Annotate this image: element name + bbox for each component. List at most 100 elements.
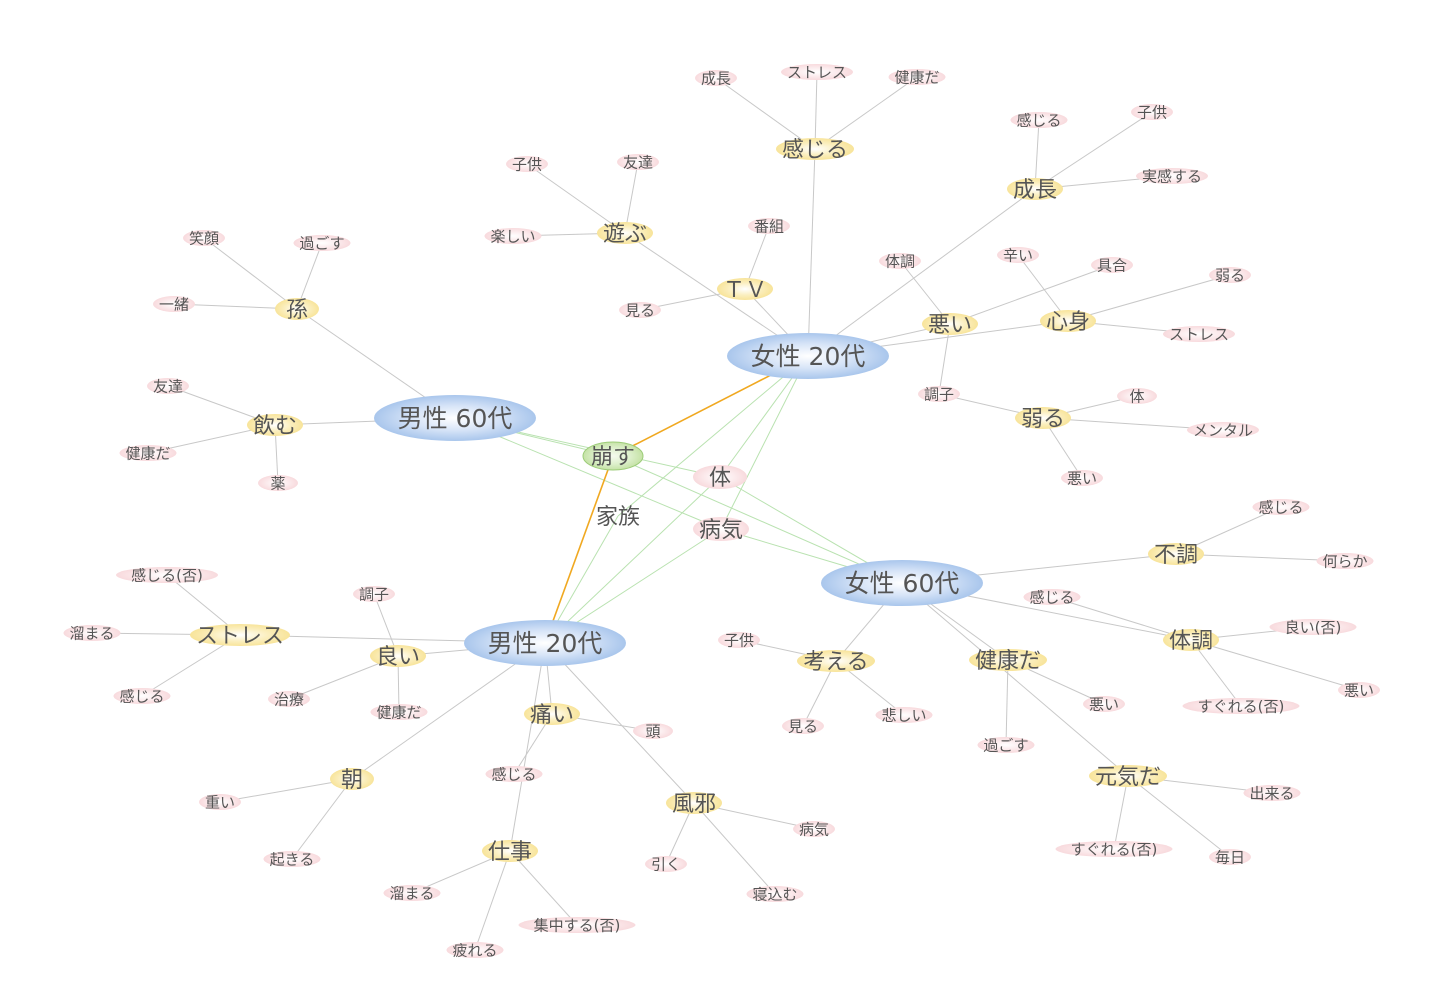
node-bubble <box>918 386 960 402</box>
node-kuzusu: 崩す <box>582 441 644 471</box>
node-bubble <box>793 821 835 837</box>
node-label: ストレス <box>196 624 284 649</box>
node-bubble <box>619 302 661 318</box>
node-label: 悪い <box>1344 681 1374 699</box>
node-label: 悪い <box>1089 695 1119 713</box>
node-bangumi: 番組 <box>748 217 790 235</box>
node-kodomo-l: 子供 <box>718 631 760 649</box>
node-sugosu-h: 過ごす <box>293 234 351 252</box>
node-label: 楽しい <box>490 227 535 245</box>
node-label: 友達 <box>623 153 653 171</box>
node-bubble <box>1209 849 1251 865</box>
node-bubble <box>1091 257 1133 273</box>
node-label: 溜まる <box>389 884 434 902</box>
node-bubble <box>717 278 773 300</box>
node-nanraka: 何らか <box>1316 552 1374 570</box>
edge <box>949 264 1113 325</box>
node-label: 子供 <box>1137 103 1167 121</box>
node-bubble <box>268 691 310 707</box>
node-tsukareru: 疲れる <box>446 941 504 959</box>
node-label: 出来る <box>1249 784 1294 802</box>
node-asobu: 遊ぶ <box>597 222 653 247</box>
node-label: 病気 <box>799 820 829 838</box>
node-label: 見る <box>788 717 818 735</box>
node-bubble <box>1243 785 1301 801</box>
node-label: 治療 <box>274 690 304 708</box>
node-label: 男性 60代 <box>398 404 513 433</box>
node-bubble <box>374 395 536 441</box>
edge <box>1017 254 1069 322</box>
node-label: 一緒 <box>159 295 189 313</box>
node-label: すぐれる(否) <box>1071 840 1158 858</box>
node-yoi: 良い <box>370 645 426 670</box>
node-dekiru: 出来る <box>1243 784 1301 802</box>
node-bubble <box>776 138 854 160</box>
node-bubble <box>617 154 659 170</box>
node-layer: 女性 20代女性 60代男性 60代男性 20代崩す体家族病気感じる成長ストレス… <box>63 63 1380 959</box>
node-tomodachi-i: 友達 <box>147 377 189 395</box>
node-label: 辛い <box>1003 246 1033 264</box>
node-label: 弱る <box>1215 266 1245 284</box>
node-bubble <box>1148 543 1204 565</box>
node-fuchou: 不調 <box>1148 543 1204 568</box>
node-bubble <box>875 707 933 723</box>
node-bubble <box>1187 422 1259 438</box>
node-kanjiru-k: 感じる <box>1023 588 1081 606</box>
node-label: 考える <box>803 650 868 675</box>
node-label: 過ごす <box>983 736 1028 754</box>
edge <box>509 850 578 926</box>
node-bubble <box>330 768 374 790</box>
node-bubble <box>1083 696 1125 712</box>
node-bubble <box>63 625 121 641</box>
node-label: 感じる <box>1016 111 1061 129</box>
node-label: 悲しい <box>881 706 926 724</box>
node-atama: 頭 <box>633 722 673 740</box>
edge <box>938 323 951 395</box>
node-bubble <box>1269 619 1357 635</box>
node-kodomo-b: 子供 <box>1131 103 1173 121</box>
node-bubble <box>693 465 747 489</box>
node-bubble <box>1136 168 1208 184</box>
node-bubble <box>997 247 1039 263</box>
node-label: 仕事 <box>488 840 532 865</box>
node-mainichi: 毎日 <box>1209 848 1251 866</box>
node-nomu: 飲む <box>247 414 303 439</box>
node-guai: 具合 <box>1091 256 1133 274</box>
node-label: 見る <box>625 301 655 319</box>
node-tanoshii: 楽しい <box>484 227 542 245</box>
node-bubble <box>645 856 687 872</box>
node-label: 健康だ <box>376 703 421 721</box>
node-kanjiru-o: 感じる <box>113 687 171 705</box>
node-kazoku: 家族 <box>596 505 640 530</box>
node-bubble <box>582 441 644 471</box>
node-bubble <box>1209 267 1251 283</box>
node-yowaru-f: 弱る <box>1209 266 1251 284</box>
node-label: 遊ぶ <box>603 222 647 247</box>
node-label: 起きる <box>270 850 315 868</box>
node-label: 不調 <box>1154 543 1198 568</box>
node-label: 良い <box>376 645 420 670</box>
node-miru-d: 見る <box>619 301 661 319</box>
edge <box>715 77 816 150</box>
edge <box>1034 119 1040 190</box>
node-bubble <box>727 333 889 379</box>
node-bubble <box>1338 682 1380 698</box>
node-bubble <box>370 645 426 667</box>
node-karada-g: 体 <box>1117 387 1157 405</box>
shared-edge <box>612 455 903 584</box>
node-label: 弱る <box>1021 407 1065 432</box>
node-sugureru-n: すぐれる(否) <box>1055 840 1173 858</box>
node-label: 痛い <box>530 703 574 728</box>
edge <box>807 188 1036 357</box>
node-bubble <box>821 560 983 606</box>
node-bubble <box>199 794 241 810</box>
node-label: 毎日 <box>1215 848 1245 866</box>
node-bubble <box>781 64 853 80</box>
edge <box>1190 639 1242 707</box>
node-bubble <box>718 632 760 648</box>
node-bubble <box>888 69 946 85</box>
node-label: 寝込む <box>752 885 797 903</box>
node-seichou-a: 成長 <box>695 69 737 87</box>
node-bubble <box>1007 178 1063 200</box>
node-label: 健康だ <box>975 649 1041 674</box>
